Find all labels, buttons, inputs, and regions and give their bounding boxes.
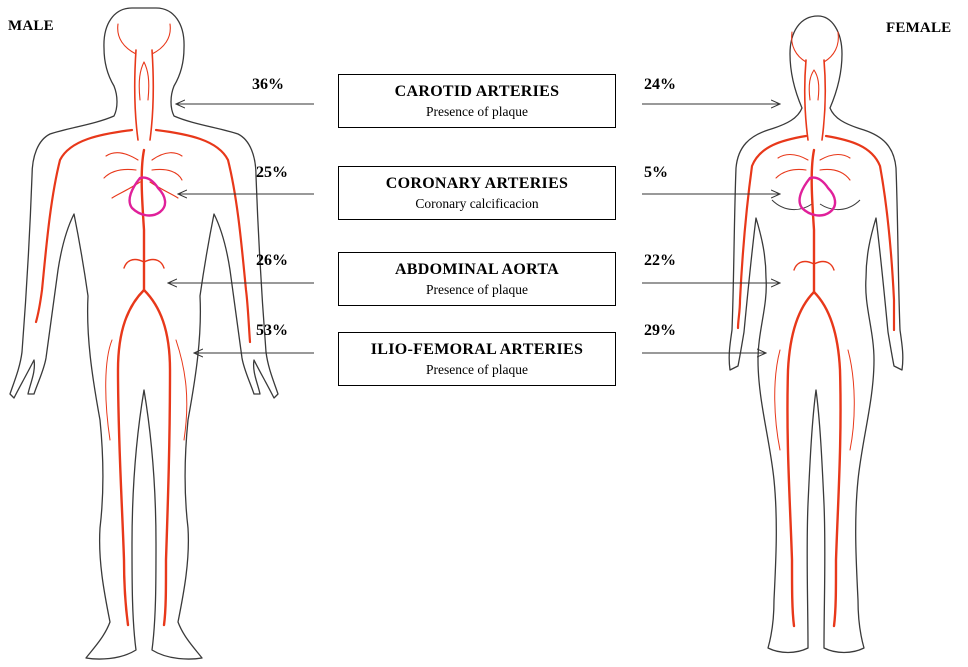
iliofemoral-female-percentage: 29% [644,322,676,340]
female-arm-artery-right [738,136,806,328]
coronary-female-percentage: 5% [644,164,668,182]
abdominal-aorta-female-percentage: 22% [644,252,676,270]
arrows [168,104,780,353]
abdominal-aorta-male-percentage: 26% [256,252,288,270]
male-heart [130,178,166,216]
female-arm-artery-left [826,136,894,330]
carotid-arteries-title: CAROTID ARTERIES [339,83,615,101]
female-carotid-right [805,60,808,140]
female-chest-line [772,200,860,210]
male-iliac-femoral-left [144,290,170,625]
male-carotid-left [150,50,153,140]
female-head-vessels [792,32,839,100]
male-arm-artery-right [36,130,132,322]
ilio-femoral-arteries-title: ILIO-FEMORAL ARTERIES [339,341,615,359]
male-carotid-right [135,50,138,140]
coronary-arteries-title: CORONARY ARTERIES [339,175,615,193]
coronary-arteries-box: CORONARY ARTERIES Coronary calcificacion [338,166,616,220]
carotid-male-percentage: 36% [252,76,284,94]
abdominal-aorta-subtitle: Presence of plaque [339,282,615,298]
carotid-arteries-subtitle: Presence of plaque [339,104,615,120]
male-body-figure [10,8,278,659]
male-iliac-femoral-right [118,290,144,625]
carotid-female-percentage: 24% [644,76,676,94]
coronary-arteries-subtitle: Coronary calcificacion [339,196,615,212]
iliofemoral-male-percentage: 53% [256,322,288,340]
male-aorta [142,150,144,290]
abdominal-aorta-title: ABDOMINAL AORTA [339,261,615,279]
female-label: FEMALE [886,20,951,37]
female-heart [800,178,836,216]
ilio-femoral-arteries-subtitle: Presence of plaque [339,362,615,378]
male-label: MALE [8,18,54,35]
carotid-arteries-box: CAROTID ARTERIES Presence of plaque [338,74,616,128]
female-body-figure [729,16,903,653]
abdominal-aorta-box: ABDOMINAL AORTA Presence of plaque [338,252,616,306]
male-arteries [36,24,250,625]
female-aorta [812,150,814,292]
female-iliac-femoral-left [814,292,841,626]
female-body-outline [729,16,903,653]
female-carotid-left [822,60,825,140]
coronary-male-percentage: 25% [256,164,288,182]
ilio-femoral-arteries-box: ILIO-FEMORAL ARTERIES Presence of plaque [338,332,616,386]
male-head-vessels [118,24,171,100]
male-body-outline [10,8,278,659]
